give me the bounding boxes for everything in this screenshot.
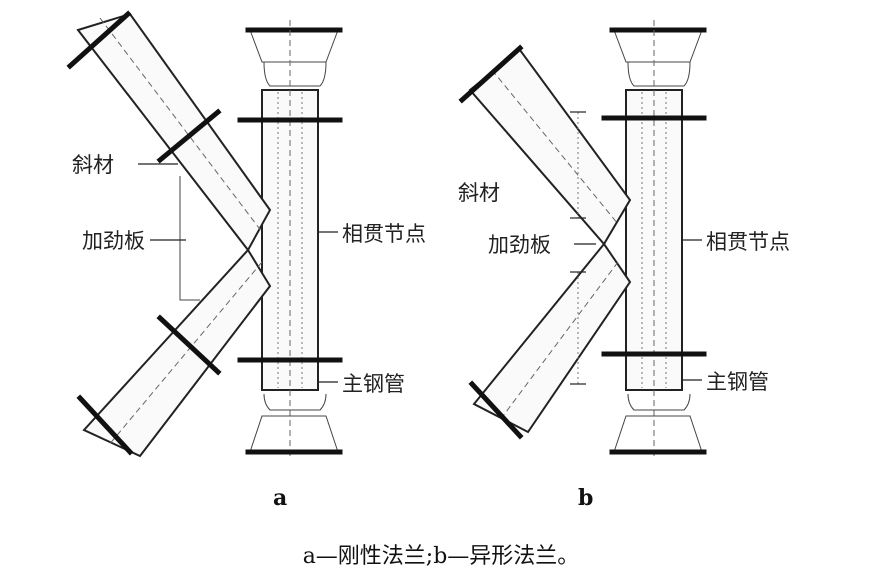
- label-plate-b: 加劲板: [488, 233, 551, 257]
- label-brace-a: 斜材: [72, 153, 114, 177]
- upper-brace-a: [66, 10, 272, 252]
- main-pipe-top-fitting-a: [245, 27, 343, 87]
- main-pipe-top-fitting-b: [609, 27, 707, 87]
- main-pipe-bottom-fitting-b: [609, 393, 707, 455]
- stiffener-plate-a: [179, 176, 200, 301]
- label-brace-b: 斜材: [458, 181, 500, 205]
- label-joint-b: 相贯节点: [706, 230, 790, 254]
- label-plate-a: 加劲板: [82, 229, 145, 253]
- subfigure-label-a: a: [273, 485, 287, 511]
- special-flange-b: [570, 111, 586, 385]
- label-main-b: 主钢管: [706, 370, 769, 394]
- lower-brace-a: [76, 248, 272, 458]
- subfigure-label-b: b: [578, 485, 593, 511]
- main-pipe-bottom-fitting-a: [245, 393, 343, 455]
- figure-caption: a—刚性法兰;b—异形法兰。: [302, 544, 580, 569]
- label-main-a: 主钢管: [342, 372, 405, 396]
- lower-brace-b: [468, 242, 632, 440]
- diagram-b: 斜材 加劲板 相贯节点 主钢管 b: [458, 20, 790, 511]
- diagram-a: 斜材 加劲板 相贯节点 主钢管 a: [66, 10, 426, 511]
- label-joint-a: 相贯节点: [342, 222, 426, 246]
- upper-brace-b: [458, 44, 632, 246]
